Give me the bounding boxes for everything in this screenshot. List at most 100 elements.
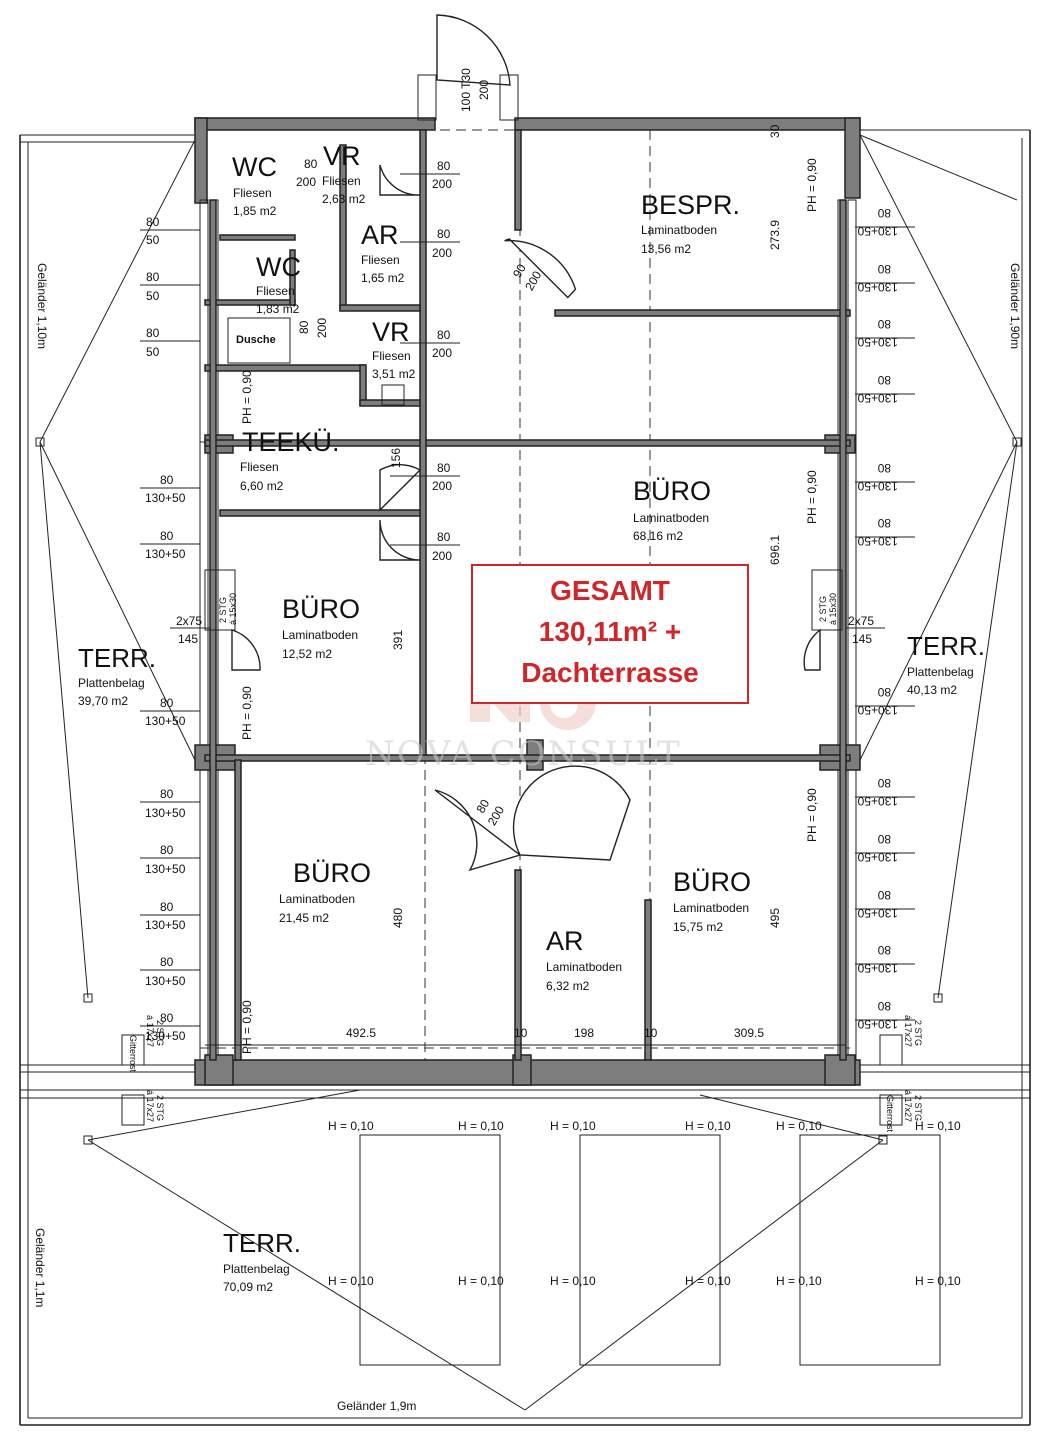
vertical-labels: PH = 0,90 PH = 0,90 PH = 0,90 PH = 0,90 … xyxy=(33,124,1022,1307)
win-right-3-w: 80 xyxy=(877,317,891,331)
win-left-4-h: 130+50 xyxy=(145,491,186,505)
win-right-4-w: 80 xyxy=(877,373,891,387)
stg-br-4: á 17x27 xyxy=(903,1090,913,1122)
door-wc1-w: 80 xyxy=(304,157,318,171)
total-line2: 130,11m² + xyxy=(539,616,681,647)
room-terr-bottom-area: 70,09 m2 xyxy=(223,1280,273,1294)
win-left-7-w: 80 xyxy=(160,787,174,801)
door-teekue-h: 200 xyxy=(432,479,452,493)
ph-left-1: PH = 0,90 xyxy=(240,370,254,424)
win-left-1-h: 50 xyxy=(146,233,160,247)
win-left-1-w: 80 xyxy=(146,215,160,229)
door-swings xyxy=(231,164,821,872)
room-vr1-name: VR xyxy=(323,141,361,171)
railing-bottom-left: Geländer 1,1m xyxy=(33,1228,47,1307)
win-right-12-w: 80 xyxy=(877,999,891,1013)
room-wc2-area: 1,83 m2 xyxy=(256,302,300,316)
stg-right-1: 2 STG xyxy=(818,596,828,622)
win-right-1-h: 130+50 xyxy=(857,224,898,238)
room-buero-lr-name: BÜRO xyxy=(673,867,751,897)
door-vr1-w: 80 xyxy=(437,159,451,173)
door-wc1-h: 200 xyxy=(296,175,316,189)
dim-198: 198 xyxy=(574,1026,594,1040)
room-vr2-area: 3,51 m2 xyxy=(372,367,416,381)
door-buero-h: 200 xyxy=(432,549,452,563)
win-right-11-h: 130+50 xyxy=(857,961,898,975)
dim-480: 480 xyxy=(391,908,405,928)
skylight-heights: H = 0,10 H = 0,10 H = 0,10 H = 0,10 H = … xyxy=(328,1119,961,1288)
win-right-7-w: 80 xyxy=(877,685,891,699)
door-right-145: 145 xyxy=(852,632,872,646)
total-box: GESAMT 130,11m² + Dachterrasse xyxy=(471,564,749,704)
skylights xyxy=(359,1134,941,1366)
room-vr1-area: 2,63 m2 xyxy=(322,192,366,206)
win-right-11-w: 80 xyxy=(877,943,891,957)
room-buero-lr-floor: Laminatboden xyxy=(673,901,749,915)
door-right-2x75: 2x75 xyxy=(848,614,874,628)
h-3: H = 0,10 xyxy=(550,1119,596,1133)
room-buero-main-floor: Laminatboden xyxy=(633,511,709,525)
door-wc2-w: 80 xyxy=(297,320,311,334)
stg-bl-2: á 17x27 xyxy=(145,1015,155,1047)
stg-br-3: 2 STG xyxy=(913,1095,923,1121)
win-left-7-h: 130+50 xyxy=(145,806,186,820)
door-vr2-h: 200 xyxy=(432,346,452,360)
h-4: H = 0,10 xyxy=(685,1119,731,1133)
win-left-11-w: 80 xyxy=(160,1011,174,1025)
door-vr2-w: 80 xyxy=(437,328,451,342)
dim-495: 495 xyxy=(768,908,782,928)
win-left-5-h: 130+50 xyxy=(145,547,186,561)
h-10: H = 0,10 xyxy=(685,1274,731,1288)
win-right-12-h: 130+50 xyxy=(857,1017,898,1031)
room-bespr-name: BESPR. xyxy=(641,190,740,220)
room-terr-left-name: TERR. xyxy=(78,643,156,673)
win-left-3-h: 50 xyxy=(146,345,160,359)
stg-br-1: 2 STG xyxy=(913,1020,923,1046)
win-right-1-w: 80 xyxy=(877,206,891,220)
win-right-2-w: 80 xyxy=(877,262,891,276)
win-right-4-h: 130+50 xyxy=(857,391,898,405)
room-buero-ll-name: BÜRO xyxy=(293,858,371,888)
gitterrost-left: Gitterrost xyxy=(128,1035,138,1073)
door-vr1-h: 200 xyxy=(432,177,452,191)
room-buero-lr-area: 15,75 m2 xyxy=(673,920,723,934)
room-buero-left-floor: Laminatboden xyxy=(282,628,358,642)
win-right-6-w: 80 xyxy=(877,516,891,530)
room-vr1-floor: Fliesen xyxy=(322,174,361,188)
dim-4925: 492.5 xyxy=(346,1026,376,1040)
dim-30: 30 xyxy=(768,124,782,138)
room-buero-main-area: 68,16 m2 xyxy=(633,529,683,543)
h-5: H = 0,10 xyxy=(776,1119,822,1133)
win-left-4-w: 80 xyxy=(160,473,174,487)
railing-bottom: Geländer 1,9m xyxy=(337,1399,416,1413)
win-right-5-h: 130+50 xyxy=(857,479,898,493)
dim-10-a: 10 xyxy=(514,1026,528,1040)
door-bespr-w: 90 xyxy=(510,261,529,280)
dim-156: 156 xyxy=(389,448,403,468)
h-9: H = 0,10 xyxy=(550,1274,596,1288)
win-left-9-h: 130+50 xyxy=(145,918,186,932)
room-buero-ll-floor: Laminatboden xyxy=(279,892,355,906)
win-left-2-h: 50 xyxy=(146,289,160,303)
h-8: H = 0,10 xyxy=(458,1274,504,1288)
room-wc1-area: 1,85 m2 xyxy=(233,204,277,218)
railing-right: Geländer 1,90m xyxy=(1008,263,1022,349)
win-left-6-h: 130+50 xyxy=(145,714,186,728)
room-teekue-area: 6,60 m2 xyxy=(240,479,284,493)
win-left-9-w: 80 xyxy=(160,900,174,914)
h-2: H = 0,10 xyxy=(458,1119,504,1133)
window-labels-left: 80 50 80 50 80 50 80 130+50 80 130+50 80… xyxy=(140,215,210,1043)
room-wc1-name: WC xyxy=(232,152,277,182)
room-wc1-floor: Fliesen xyxy=(233,186,272,200)
room-wc2-floor: Fliesen xyxy=(256,284,295,298)
room-ar2-name: AR xyxy=(546,926,584,956)
win-right-2-h: 130+50 xyxy=(857,280,898,294)
door-buero-w: 80 xyxy=(437,530,451,544)
gitterrost-right: Gitterrost xyxy=(885,1095,895,1133)
stg-right-2: á 15x30 xyxy=(828,593,838,625)
win-right-8-h: 130+50 xyxy=(857,794,898,808)
total-line1: GESAMT xyxy=(550,575,670,606)
win-left-3-w: 80 xyxy=(146,326,160,340)
win-left-11-h: 130+50 xyxy=(145,1029,186,1043)
dim-10-b: 10 xyxy=(644,1026,658,1040)
